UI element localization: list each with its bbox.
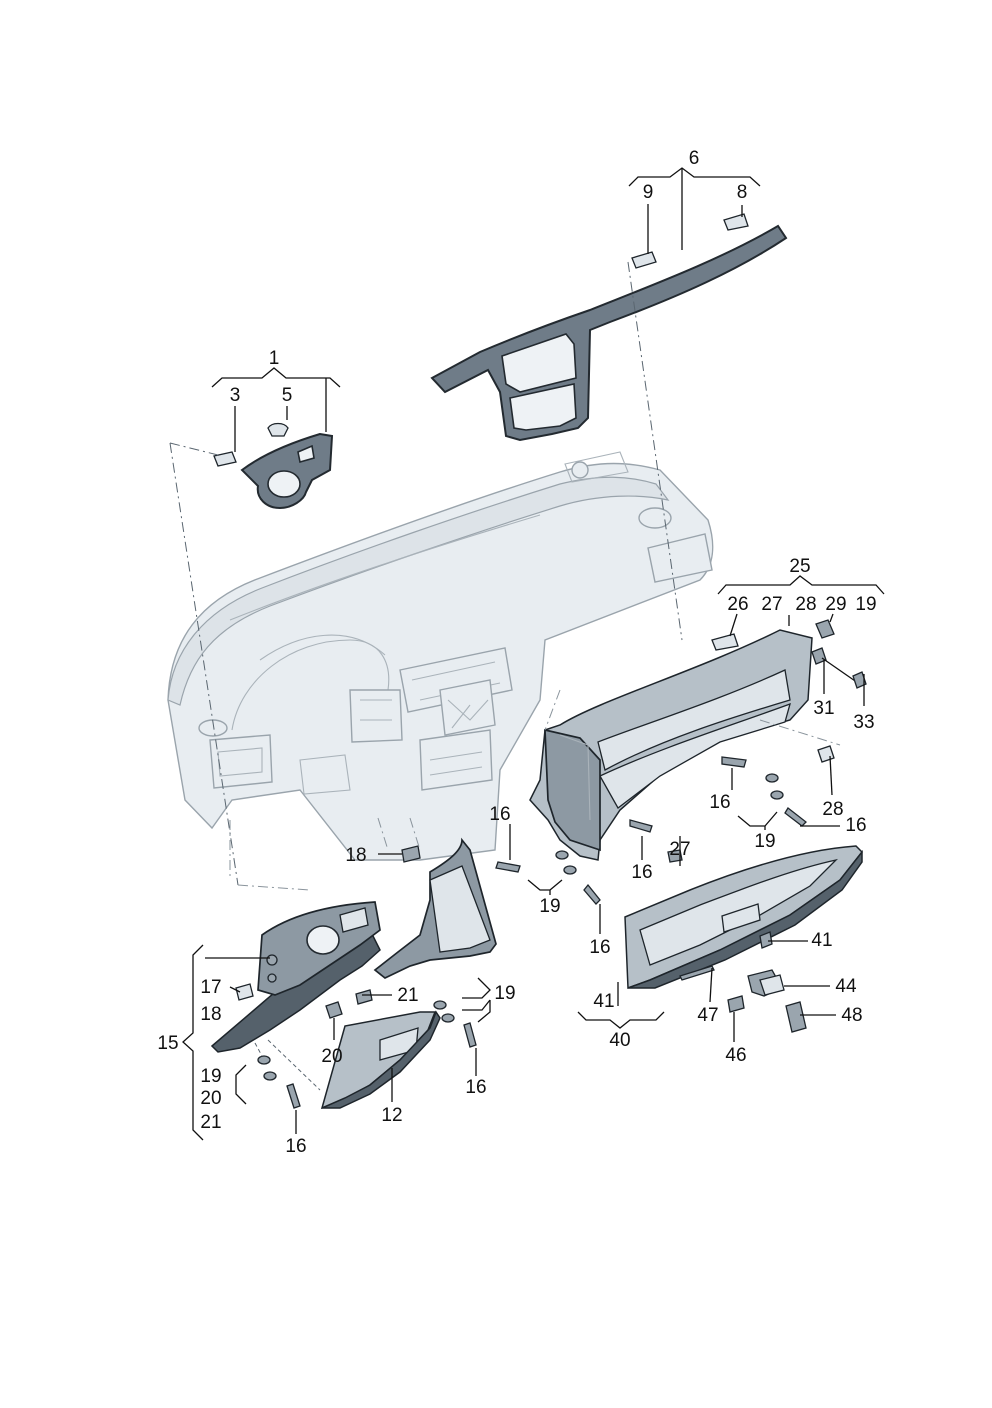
callout-40: 40 bbox=[609, 1030, 630, 1051]
callout-8: 8 bbox=[737, 182, 748, 203]
callout-19-e: 19 bbox=[494, 983, 515, 1004]
callout-47: 47 bbox=[697, 1005, 718, 1026]
knee-panel bbox=[320, 1010, 441, 1110]
callout-16-d: 16 bbox=[489, 804, 510, 825]
callout-28-top: 28 bbox=[795, 594, 816, 615]
callout-27-bottom: 27 bbox=[669, 839, 690, 860]
callout-16-g: 16 bbox=[465, 1077, 486, 1098]
callout-20-list: 20 bbox=[200, 1088, 221, 1109]
callout-12: 12 bbox=[381, 1105, 402, 1126]
callout-17: 17 bbox=[200, 977, 221, 998]
callout-19-b: 19 bbox=[754, 831, 775, 852]
callout-16-b: 16 bbox=[845, 815, 866, 836]
instrument-trim bbox=[213, 422, 334, 510]
callout-20: 20 bbox=[321, 1046, 342, 1067]
callout-44: 44 bbox=[835, 976, 857, 997]
callout-5: 5 bbox=[282, 385, 293, 406]
callout-9: 9 bbox=[643, 182, 654, 203]
callout-41-right: 41 bbox=[811, 930, 832, 951]
callout-25: 25 bbox=[789, 556, 810, 577]
callout-3: 3 bbox=[230, 385, 241, 406]
callout-48: 48 bbox=[841, 1005, 862, 1026]
callout-19-list: 19 bbox=[200, 1066, 221, 1087]
callout-16-e: 16 bbox=[589, 937, 610, 958]
callout-27-top: 27 bbox=[761, 594, 782, 615]
dashboard-panel bbox=[167, 451, 714, 861]
callout-21-list: 21 bbox=[200, 1112, 221, 1133]
callout-21: 21 bbox=[397, 985, 418, 1006]
callout-41-left: 41 bbox=[593, 991, 614, 1012]
callout-18-list: 18 bbox=[200, 1004, 221, 1025]
glovebox-lid bbox=[624, 845, 864, 1033]
callout-16-f: 16 bbox=[285, 1136, 306, 1157]
callout-16-c: 16 bbox=[631, 862, 652, 883]
callout-18: 18 bbox=[345, 845, 366, 866]
assembly-lines bbox=[169, 261, 841, 1091]
callout-1: 1 bbox=[269, 348, 280, 369]
callout-26: 26 bbox=[727, 594, 748, 615]
center-trim bbox=[373, 837, 497, 979]
fasteners bbox=[433, 756, 807, 1048]
callout-29: 29 bbox=[825, 594, 846, 615]
callout-19-c: 19 bbox=[539, 896, 560, 917]
callout-15: 15 bbox=[157, 1033, 178, 1054]
callout-46: 46 bbox=[725, 1045, 746, 1066]
callout-28-bottom: 28 bbox=[822, 799, 843, 820]
callout-19-top: 19 bbox=[855, 594, 876, 615]
leader-lines bbox=[182, 167, 885, 1141]
glovebox-frame bbox=[529, 619, 867, 861]
callout-6: 6 bbox=[689, 148, 700, 169]
callout-16-a: 16 bbox=[709, 792, 730, 813]
callout-31: 31 bbox=[813, 698, 834, 719]
left-lower-trim bbox=[210, 901, 381, 1109]
dash-trim-upper bbox=[430, 213, 788, 442]
callout-33: 33 bbox=[853, 712, 874, 733]
callout-labels: 6 9 8 1 3 5 25 26 27 28 29 19 31 33 28 1… bbox=[157, 148, 876, 1157]
